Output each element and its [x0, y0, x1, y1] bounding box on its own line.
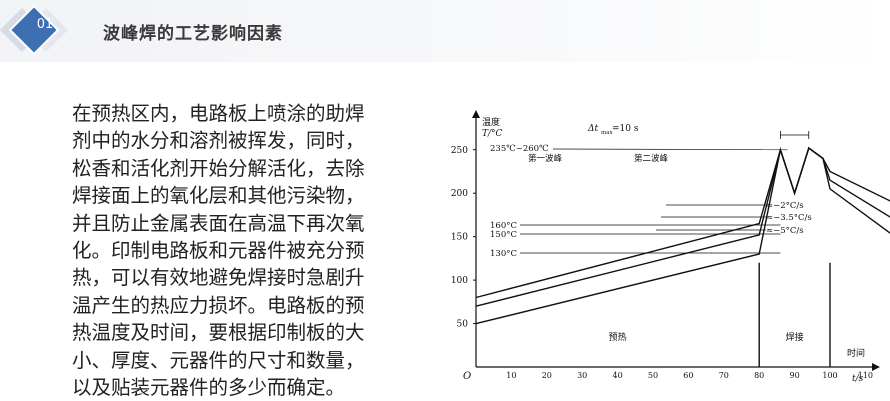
- second-wave-label: 第二波峰: [634, 153, 669, 164]
- x-tick-label: 90: [790, 371, 800, 380]
- preheat-temp-label: 160°C: [490, 221, 517, 231]
- body-line: 以及贴装元器件的多少而确定。: [72, 376, 346, 400]
- first-wave-label: 第一波峰: [528, 153, 563, 164]
- delta-t-label: Δt: [587, 124, 598, 134]
- y-tick-label: 150: [451, 233, 468, 243]
- x-tick-label: 60: [683, 371, 693, 380]
- body-line: 松香和活化剂开始分解活化，去除: [72, 156, 365, 180]
- x-tick-label: 30: [577, 371, 587, 380]
- body-line: 剂中的水分和溶剂被挥发，同时，: [72, 129, 365, 153]
- preheat-temp-label: 150°C: [490, 230, 517, 240]
- body-paragraph: 在预热区内，电路板上喷涂的助焊 剂中的水分和溶剂被挥发，同时， 松香和活化剂开始…: [72, 100, 417, 401]
- y-axis-unit: T/°C: [482, 129, 503, 139]
- section-badge-icon: [0, 4, 68, 56]
- section-number: 01: [36, 17, 54, 32]
- body-line: 温产生的热应力损坏。电路板的预: [72, 293, 365, 317]
- zone-label: 预热: [609, 331, 627, 343]
- y-tick-label: 100: [451, 276, 468, 286]
- x-axis-unit: t/s: [852, 374, 864, 384]
- x-tick-label: 80: [754, 371, 764, 380]
- x-axis-arrow-icon: [872, 363, 880, 371]
- body-line: 热，可以有效地避免焊接时急剧升: [72, 266, 365, 290]
- y-tick-label: 200: [451, 189, 468, 199]
- x-tick-label: 40: [613, 371, 623, 380]
- body-line: 焊接面上的氧化层和其他污染物，: [72, 184, 365, 208]
- x-tick-label: 50: [648, 371, 658, 380]
- peak-range-leader-line: [552, 148, 788, 151]
- x-tick-label: 100: [822, 371, 837, 380]
- chart-zones: 预热焊接冷却: [609, 262, 831, 367]
- body-line: 小、厚度、元器件的尺寸和数量，: [72, 348, 365, 372]
- x-tick-label: 110: [858, 371, 873, 380]
- y-tick-label: 50: [457, 320, 469, 330]
- zone-label: 焊接: [786, 331, 804, 343]
- x-tick-label: 20: [542, 371, 552, 380]
- cooling-rate-label: ≈−2°C/s: [766, 201, 804, 211]
- preheat-temp-label: 130°C: [490, 249, 517, 259]
- body-line: 化。印制电路板和元器件被充分预: [72, 239, 365, 263]
- y-tick-label: 250: [451, 146, 468, 156]
- origin-label: O: [463, 371, 471, 382]
- temperature-curve: [475, 146, 890, 325]
- chart-ticks: 1020304050607080901001101201301401501601…: [451, 146, 873, 380]
- chart-axes: O 温度T/°C 时间 t/s: [463, 110, 880, 384]
- x-tick-label: 70: [719, 371, 729, 380]
- header-band: [0, 0, 890, 62]
- cooling-rate-label: ≈−3.5°C/s: [766, 213, 812, 223]
- body-line: 并且防止金属表面在高温下再次氧: [72, 211, 365, 235]
- delta-t-subscript: max: [601, 130, 613, 136]
- y-axis-arrow-icon: [472, 110, 480, 118]
- x-axis-title: 时间: [847, 347, 865, 359]
- y-axis-title: 温度: [482, 116, 500, 128]
- chart-series: [475, 146, 890, 325]
- body-line: 在预热区内，电路板上喷涂的助焊: [72, 102, 365, 125]
- cooling-rate-label: ≈−5°C/s: [766, 226, 804, 236]
- delta-t-value: =10 s: [612, 124, 639, 134]
- peak-range-label: 235℃~260℃: [490, 144, 549, 154]
- page-title: 波峰焊的工艺影响因素: [103, 24, 283, 44]
- x-tick-label: 10: [506, 371, 516, 380]
- body-line: 热温度及时间，要根据印制板的大: [72, 321, 365, 345]
